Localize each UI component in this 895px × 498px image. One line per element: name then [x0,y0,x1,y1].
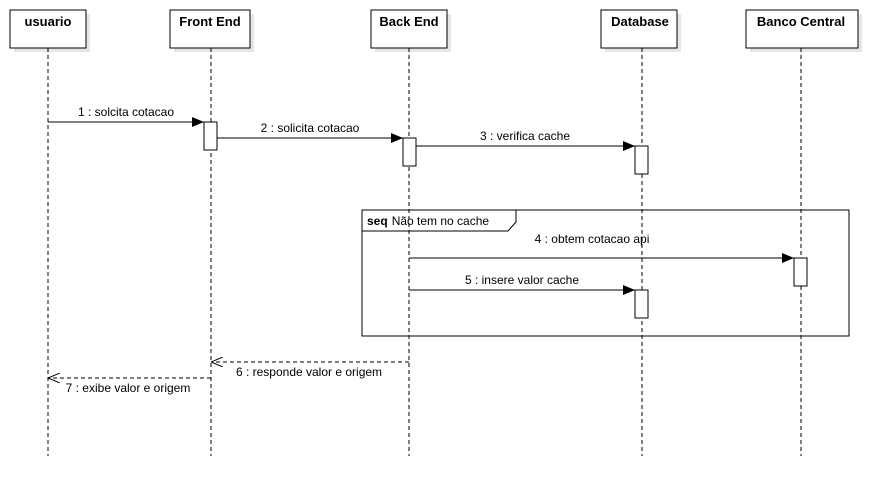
message-label-3: 3 : verifica cache [480,129,570,143]
participant-bancocentral: Banco Central [745,9,862,456]
message-2: 2 : solicita cotacao [217,121,403,143]
participant-label-backend: Back End [379,14,438,29]
message-7: 7 : exibe valor e origem [48,378,211,395]
message-1: 1 : solcita cotacao [48,105,204,127]
message-label-6: 6 : responde valor e origem [236,365,382,379]
activation-database-1 [634,145,649,175]
fragment-condition: Não tem no cache [392,214,490,228]
activation-database-2 [634,289,649,319]
activation-backend [402,137,417,167]
participant-label-frontend: Front End [179,14,240,29]
message-label-7: 7 : exibe valor e origem [66,381,191,395]
message-4: 4 : obtem cotacao api [409,232,794,263]
message-5: 5 : insere valor cache [409,273,635,295]
message-label-2: 2 : solicita cotacao [261,121,360,135]
participant-backend: Back End [370,9,451,456]
activation-frontend [203,121,218,151]
participant-label-usuario: usuario [25,14,72,29]
fragment-seq: seq Não tem no cache [361,209,850,337]
message-label-5: 5 : insere valor cache [465,273,579,287]
fragment-label: seq Não tem no cache [367,214,489,228]
message-6: 6 : responde valor e origem [211,362,409,379]
participant-database: Database [600,9,681,456]
message-label-1: 1 : solcita cotacao [78,105,174,119]
participant-label-database: Database [611,14,669,29]
participant-frontend: Front End [169,9,254,456]
message-label-4: 4 : obtem cotacao api [535,232,650,246]
fragment-keyword: seq [367,214,388,228]
activation-bancocentral [793,257,808,287]
message-3: 3 : verifica cache [416,129,635,151]
participant-label-bancocentral: Banco Central [757,14,845,29]
participant-usuario: usuario [9,9,90,456]
